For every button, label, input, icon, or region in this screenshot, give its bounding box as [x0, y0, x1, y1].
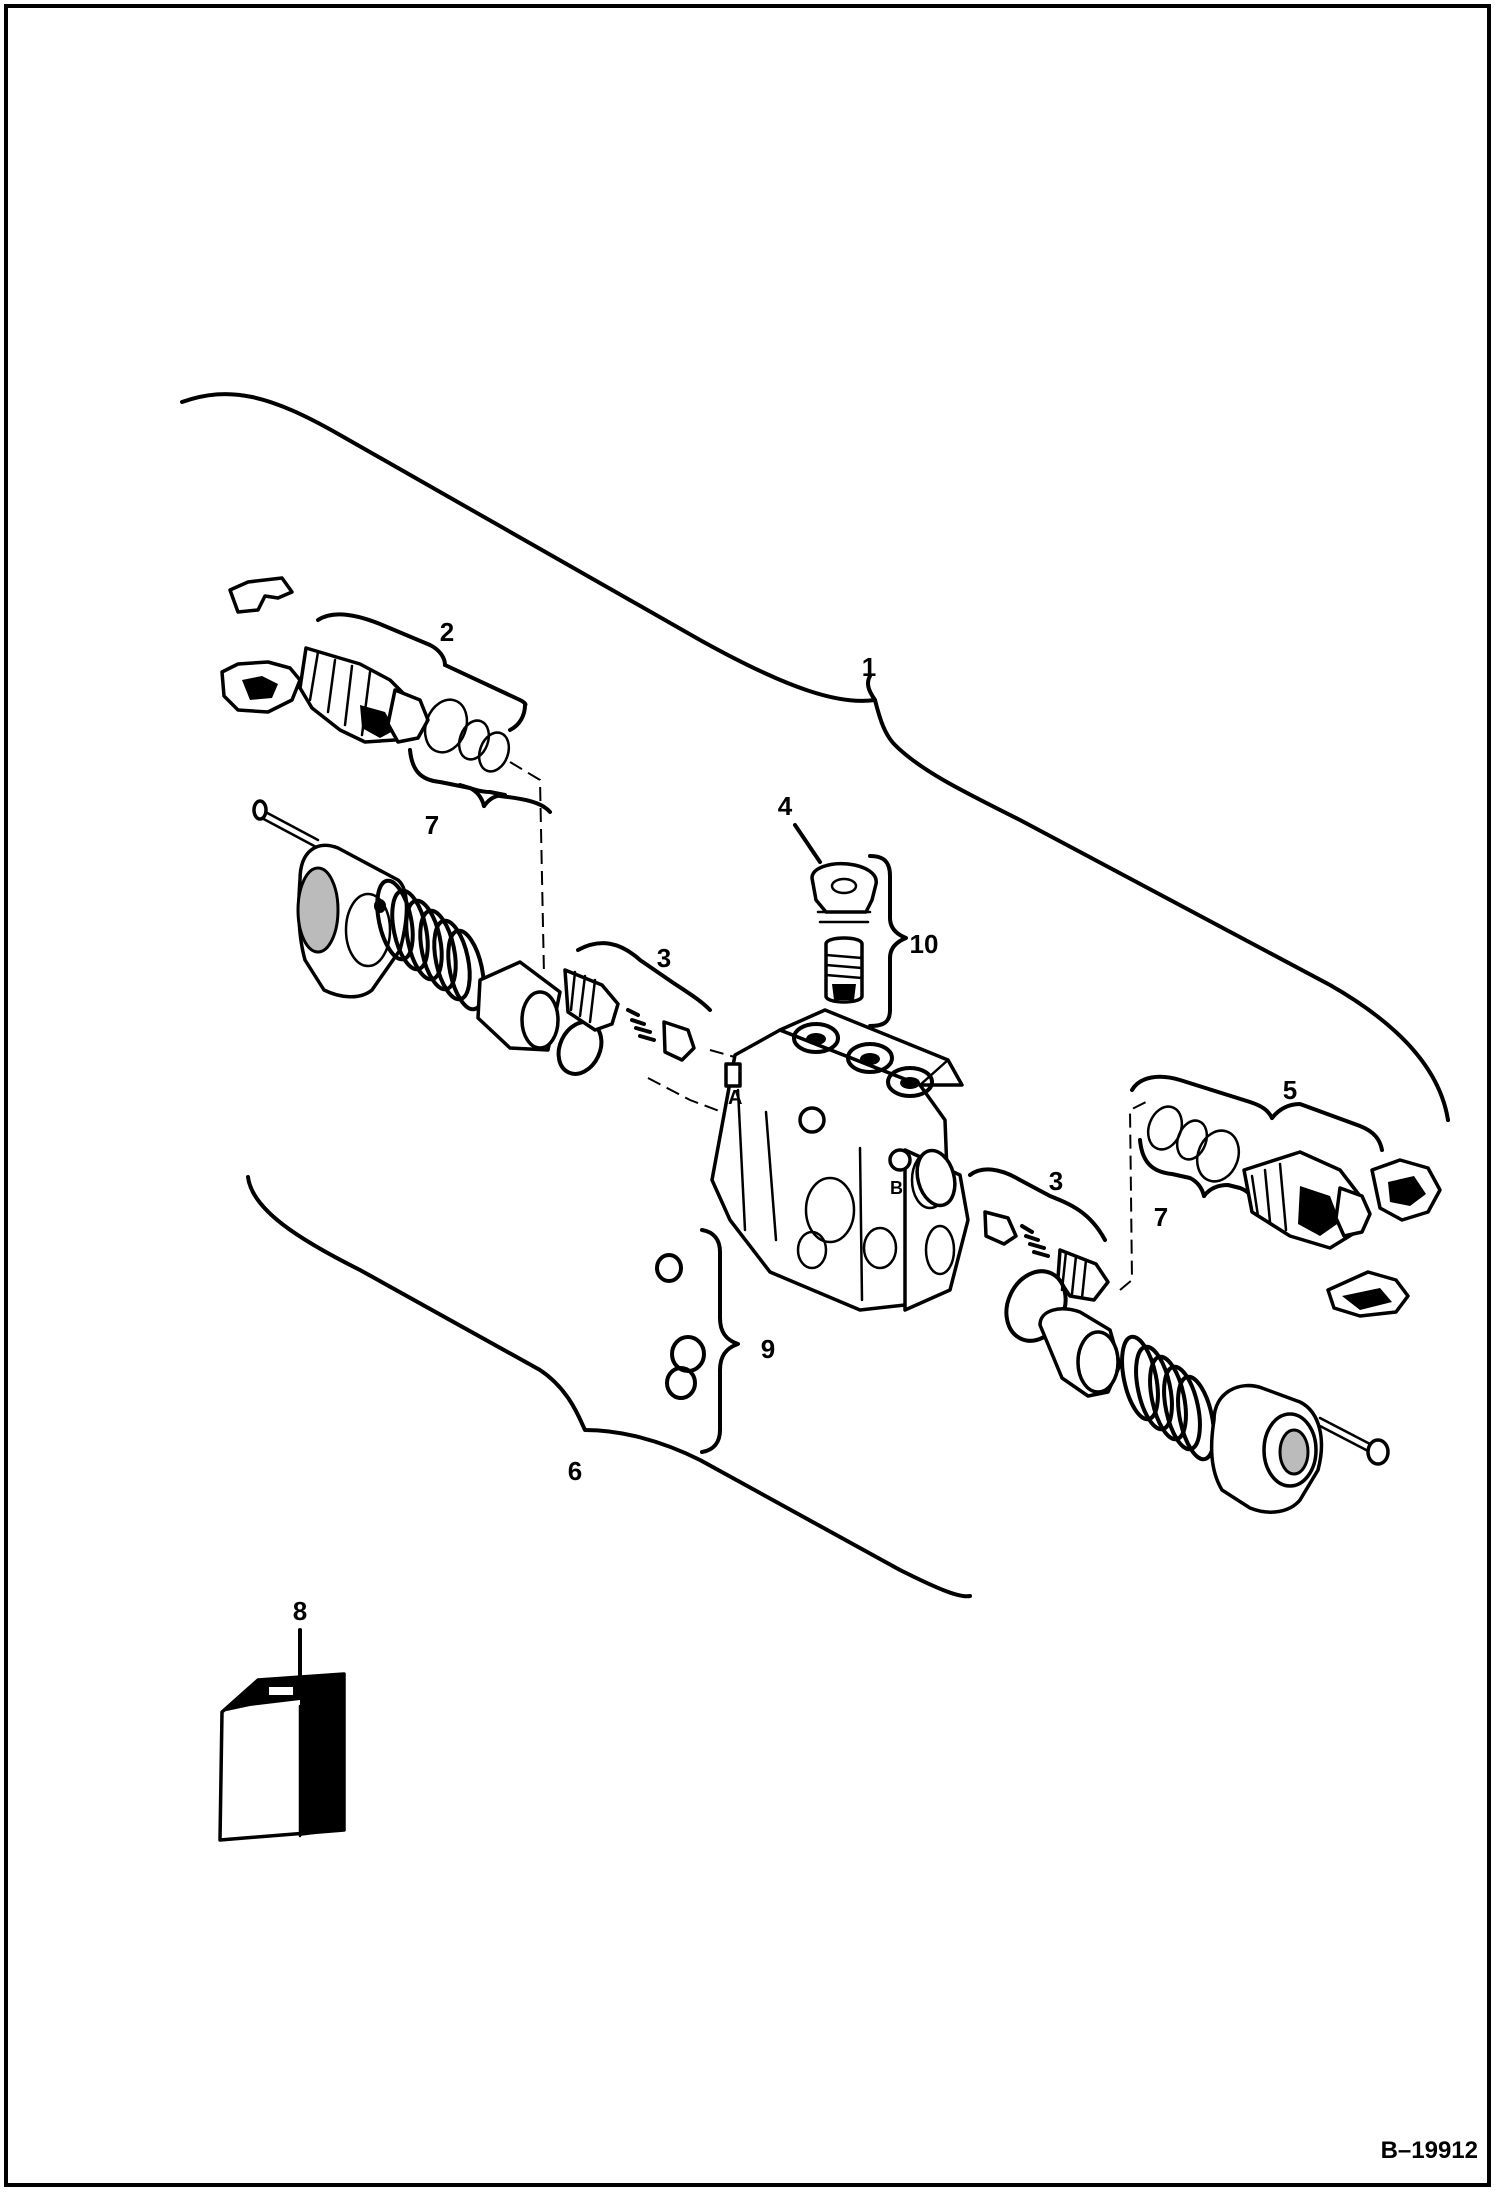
bracket-7a	[408, 748, 486, 808]
bracket-7b	[1138, 1138, 1206, 1198]
callout-8: 8	[293, 1596, 307, 1626]
relief-valve-2	[220, 576, 552, 814]
o-ring	[1175, 1119, 1209, 1161]
plunger-3-right	[915, 1148, 1110, 1302]
callout-9: 9	[761, 1334, 775, 1364]
plunger-3-left	[563, 941, 712, 1062]
end-cap-left	[252, 799, 409, 999]
brace-9	[700, 1228, 740, 1454]
brace-1-tip	[865, 674, 877, 702]
callout-2: 2	[440, 617, 454, 647]
callout-3b: 3	[1049, 1166, 1063, 1196]
callout-7a: 7	[425, 810, 439, 840]
port-label-a: A	[728, 1087, 742, 1109]
bracket-5	[1130, 1074, 1274, 1120]
figure-id: B–19912	[1381, 2137, 1478, 2164]
spool-seat-left	[476, 960, 604, 1076]
callout-6: 6	[568, 1456, 582, 1486]
bracket-3a	[576, 941, 712, 1012]
callout-3a: 3	[657, 943, 671, 973]
axis-line	[647, 1077, 731, 1116]
callout-5: 5	[1283, 1075, 1297, 1105]
callout-4: 4	[778, 791, 793, 821]
o-ring	[1195, 1129, 1241, 1183]
relief-valve-5	[1130, 1074, 1442, 1318]
callout-7b: 7	[1154, 1202, 1168, 1232]
bracket-2	[316, 612, 447, 667]
spring-left	[375, 878, 486, 1012]
seal-kit-box-8	[218, 1628, 346, 1842]
bracket-3b	[968, 1167, 1107, 1242]
check-valve-4	[793, 823, 908, 1028]
brace-10	[868, 854, 908, 1028]
callout-10: 10	[910, 929, 939, 959]
guide-line-right	[1119, 1099, 1151, 1291]
guide-line-left	[509, 761, 545, 976]
callout-1: 1	[862, 652, 876, 682]
brace-6	[246, 1175, 972, 1599]
o-ring	[477, 731, 511, 773]
spring-right	[1120, 1334, 1216, 1462]
o-ring-kit-9	[655, 1228, 740, 1454]
end-cap-right	[1209, 1383, 1390, 1514]
brace-1	[180, 392, 1450, 1122]
o-ring	[1146, 1105, 1184, 1151]
page-border	[4, 4, 1491, 2187]
o-ring	[423, 698, 469, 754]
o-ring	[457, 719, 491, 761]
spool-seat-right	[1038, 1307, 1122, 1398]
port-label-b: B	[890, 1178, 903, 1198]
